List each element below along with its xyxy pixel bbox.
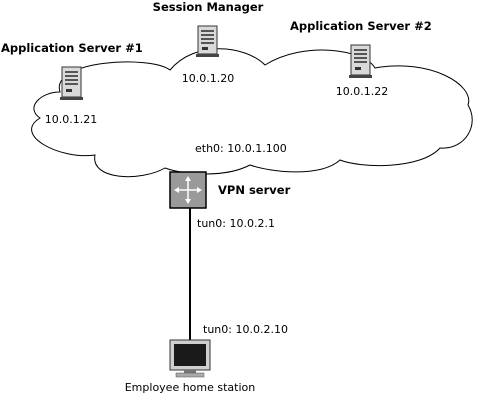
monitor-icon — [169, 339, 211, 378]
session-manager-label: Session Manager — [153, 0, 264, 14]
app-server-2-ip: 10.0.1.22 — [336, 85, 388, 98]
vpn-eth0-label: eth0: 10.0.1.100 — [195, 142, 287, 155]
home-station-label: Employee home station — [125, 381, 256, 394]
vpn-server-label: VPN server — [218, 183, 291, 197]
session-manager-ip: 10.0.1.20 — [182, 72, 234, 85]
vpn-tun0-label: tun0: 10.0.2.1 — [197, 217, 275, 230]
app-server-2-label: Application Server #2 — [290, 19, 432, 33]
server-tower-icon — [60, 66, 83, 100]
server-tower-icon — [349, 44, 372, 78]
app-server-1-ip: 10.0.1.21 — [45, 113, 97, 126]
home-tun0-label: tun0: 10.0.2.10 — [203, 323, 288, 336]
network-cloud — [31, 48, 473, 178]
router-icon — [169, 171, 207, 209]
app-server-1-label: Application Server #1 — [1, 41, 143, 55]
server-tower-icon — [196, 25, 219, 57]
